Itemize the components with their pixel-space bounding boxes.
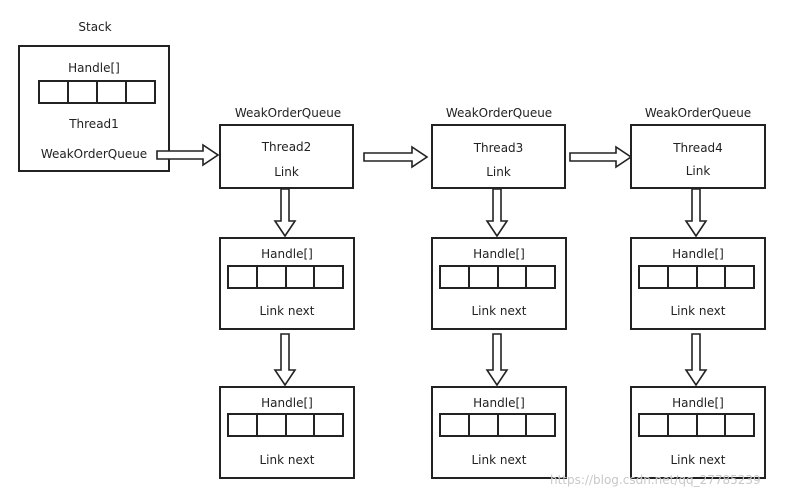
array-cell [724, 267, 753, 287]
link-box-3b [630, 386, 766, 479]
link-handle-array [638, 413, 755, 437]
link-next-label: Link next [670, 304, 726, 318]
queue-thread-1: Thread2 [261, 140, 312, 154]
array-cell [467, 415, 497, 435]
link-handle-label: Handle[] [261, 396, 313, 410]
array-cell [255, 267, 285, 287]
arrow-down-3b [684, 333, 708, 387]
array-cell [666, 415, 696, 435]
link-handle-array [227, 265, 344, 289]
link-handle-label: Handle[] [672, 396, 724, 410]
arrow-right-1 [156, 143, 220, 167]
link-handle-label: Handle[] [672, 247, 724, 261]
array-cell [441, 267, 468, 287]
stack-thread-label: Thread1 [69, 117, 119, 131]
queue-thread-2: Thread3 [473, 141, 524, 155]
array-cell [125, 82, 154, 102]
link-handle-array [439, 265, 556, 289]
stack-title: Stack [78, 20, 112, 34]
link-box-3a [630, 237, 766, 330]
link-handle-array [439, 413, 556, 437]
queue-link-2: Link [486, 165, 511, 179]
array-cell [313, 415, 342, 435]
link-next-label: Link next [259, 453, 315, 467]
link-next-label: Link next [471, 453, 527, 467]
array-cell [496, 415, 526, 435]
stack-handle-label: Handle[] [68, 61, 120, 75]
stack-queue-label: WeakOrderQueue [40, 147, 148, 161]
arrow-down-2a [485, 188, 509, 238]
queue-box-1 [219, 124, 354, 189]
link-next-label: Link next [670, 453, 726, 467]
queue-box-2 [431, 124, 566, 189]
array-cell [525, 415, 554, 435]
array-cell [724, 415, 753, 435]
link-next-label: Link next [471, 304, 527, 318]
link-handle-label: Handle[] [261, 247, 313, 261]
array-cell [229, 415, 256, 435]
link-box-1a [219, 237, 355, 330]
array-cell [640, 267, 667, 287]
stack-box [18, 45, 170, 172]
stack-handle-array [38, 80, 156, 104]
link-box-1b [219, 386, 355, 479]
arrow-down-1b [273, 333, 297, 387]
array-cell [284, 267, 314, 287]
array-cell [96, 82, 125, 102]
array-cell [67, 82, 96, 102]
link-next-label: Link next [259, 304, 315, 318]
array-cell [496, 267, 526, 287]
array-cell [284, 415, 314, 435]
arrow-right-2 [363, 145, 429, 169]
array-cell [525, 267, 554, 287]
array-cell [229, 267, 256, 287]
array-cell [40, 82, 67, 102]
queue-box-3 [630, 124, 766, 189]
queue-thread-3: Thread4 [673, 141, 723, 155]
watermark-url: https://blog.csdn.net/qq_27785239 [550, 473, 761, 487]
arrow-right-3 [569, 145, 633, 169]
array-cell [695, 267, 725, 287]
array-cell [666, 267, 696, 287]
queue-link-1: Link [274, 165, 299, 179]
array-cell [441, 415, 468, 435]
array-cell [255, 415, 285, 435]
queue-title-1: WeakOrderQueue [234, 106, 342, 120]
arrow-down-3a [684, 188, 708, 238]
link-box-2a [431, 237, 567, 330]
queue-title-3: WeakOrderQueue [644, 106, 752, 120]
link-handle-label: Handle[] [473, 247, 525, 261]
link-box-2b [431, 386, 567, 479]
array-cell [467, 267, 497, 287]
arrow-down-1a [273, 188, 297, 238]
arrow-down-2b [485, 333, 509, 387]
link-handle-array [227, 413, 344, 437]
link-handle-array [638, 265, 755, 289]
link-handle-label: Handle[] [473, 396, 525, 410]
queue-title-2: WeakOrderQueue [445, 106, 553, 120]
queue-link-3: Link [685, 164, 711, 178]
array-cell [640, 415, 667, 435]
array-cell [313, 267, 342, 287]
array-cell [695, 415, 725, 435]
